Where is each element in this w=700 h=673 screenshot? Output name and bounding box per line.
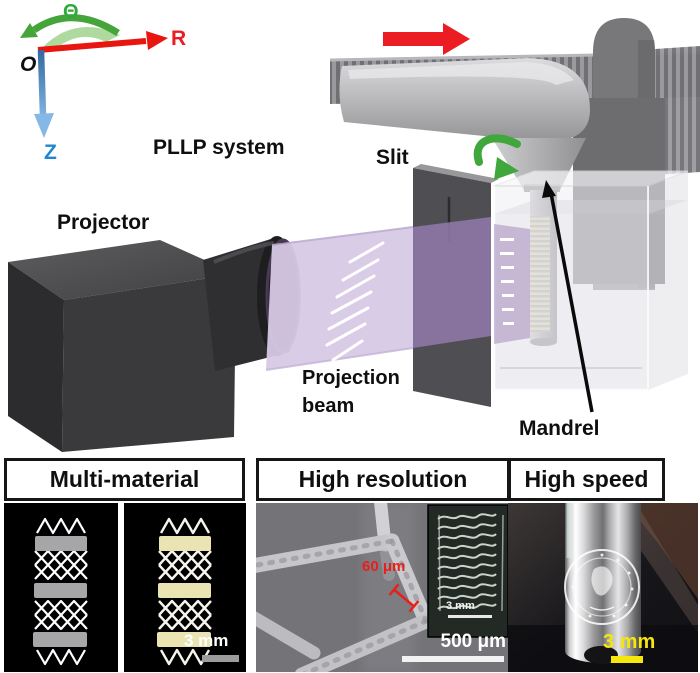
beam-in-vat: [494, 224, 530, 344]
cad-stent-graphic: [33, 517, 88, 666]
mandrel-label: Mandrel: [519, 417, 600, 440]
axis-z-label: Z: [44, 141, 57, 164]
high-speed-scale-bar: [611, 656, 643, 663]
multi-material-photo-image: 3 mm: [124, 503, 246, 672]
projection-beam: [265, 217, 514, 371]
system-label: PLLP system: [153, 136, 285, 159]
projection-beam-label-line2: beam: [302, 395, 355, 417]
z-arrowhead-icon: [34, 113, 54, 138]
rotation-arrow-icon: [473, 134, 521, 180]
inset-scale-label: 3 mm: [446, 600, 475, 612]
feature-size-label: 60 μm: [362, 558, 406, 575]
z-axis-arrow: [37, 49, 47, 117]
projection-beam-label: Projection beam: [302, 364, 400, 420]
printed-stent-graphic: [157, 517, 212, 666]
feature-size-bracket-icon: [388, 583, 420, 613]
pllp-3d-scene: [8, 14, 700, 452]
high-speed-photo-image: 3 mm: [508, 503, 698, 672]
printed-emblem: [564, 549, 640, 625]
stent-band-yellow: [157, 536, 211, 647]
theta-arrowhead-icon: [20, 23, 38, 38]
panel-header-multi-material: Multi-material: [4, 458, 245, 501]
axis-r-label: R: [171, 27, 187, 50]
inset-scale-bar: [448, 615, 492, 618]
projected-slices: [500, 238, 514, 325]
multi-material-render-image: [4, 503, 118, 672]
panel-header-high-speed: High speed: [508, 458, 665, 501]
axis-theta-label: Θ: [63, 1, 79, 23]
panel-header-high-resolution: High resolution: [256, 458, 510, 501]
high-resolution-sem-image: 60 μm 3 mm 500 μm: [256, 503, 510, 672]
r-axis-arrow: [37, 38, 147, 53]
beam-pattern-dashes: [325, 241, 385, 362]
rod-photo-graphic: [508, 503, 698, 672]
stent-band-gray: [33, 536, 87, 647]
projector-label: Projector: [57, 211, 150, 234]
slit-label: Slit: [376, 146, 409, 169]
coordinate-axes: [20, 14, 168, 138]
projection-beam-label-line1: Projection: [302, 367, 400, 389]
theta-arc: [32, 14, 120, 36]
high-speed-scale-label: 3 mm: [603, 631, 656, 653]
sem-struts: [256, 503, 434, 672]
resin-vat: [492, 170, 689, 392]
resin-surface: [494, 200, 688, 214]
axis-origin-label: O: [20, 53, 37, 76]
sem-scale-label: 500 μm: [440, 631, 507, 652]
sem-scale-bar: [402, 656, 504, 662]
mandrel-pointer-arrow: [542, 180, 594, 413]
multi-material-scale-bar: [202, 655, 239, 662]
projector-body: [8, 240, 236, 452]
multi-material-scale-label: 3 mm: [184, 631, 229, 650]
theta-sweep-fill: [42, 26, 120, 52]
translation-arrow-icon: [383, 23, 470, 55]
r-arrowhead-icon: [146, 31, 168, 50]
sem-graphic: [256, 503, 510, 672]
inset-coil-stent: [437, 513, 504, 612]
